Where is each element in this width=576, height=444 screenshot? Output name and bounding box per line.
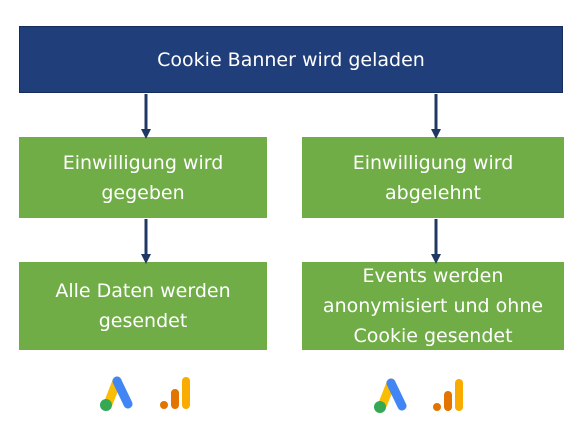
anonymized-events-box: Events werden anonymisiert und ohne Cook… [302,262,564,350]
google-ads-icon [100,376,133,411]
google-analytics-icon [160,377,190,409]
all-data-sent-box: Alle Daten werden gesendet [19,262,267,350]
consent-given-box: Einwilligung wird gegeben [19,137,267,218]
google-ads-icon [374,378,407,413]
google-analytics-icon [433,379,463,411]
consent-denied-box: Einwilligung wird abgelehnt [302,137,564,218]
cookie-banner-box: Cookie Banner wird geladen [19,26,563,93]
